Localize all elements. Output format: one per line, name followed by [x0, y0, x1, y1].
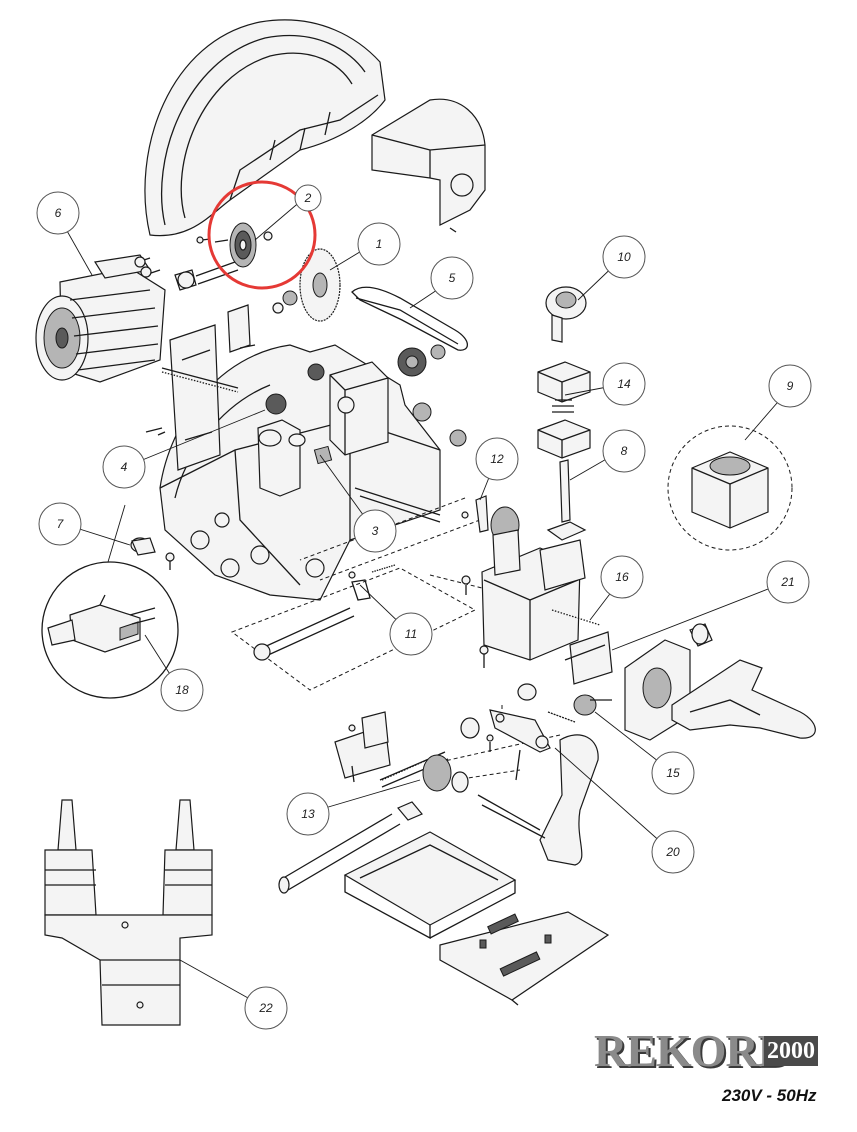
- part-5-belt: [351, 286, 469, 351]
- callout-3-label: 3: [372, 524, 379, 538]
- part-20-crank: [477, 709, 599, 866]
- part-14-handwheel-blocks: [537, 361, 591, 459]
- guide-rails: [564, 631, 613, 685]
- handle-lever: [671, 659, 816, 739]
- callout-22: 22: [244, 986, 288, 1030]
- motor-shroud: [371, 98, 486, 233]
- part-12-bracket: [461, 495, 489, 533]
- lower-rods: [278, 801, 423, 894]
- part-22-vise-jaws: [44, 799, 213, 1026]
- motor-shaft-parts: [134, 256, 239, 291]
- callout-13-label: 13: [301, 807, 315, 821]
- callout-3: 3: [353, 509, 397, 553]
- callout-20: 20: [651, 830, 695, 874]
- callout-14: 14: [602, 362, 646, 406]
- part-2-brush: [196, 222, 273, 268]
- callout-14-label: 14: [617, 377, 631, 391]
- callout-11: 11: [389, 612, 433, 656]
- callout-11-label: 11: [405, 627, 417, 641]
- machine-body: [159, 344, 467, 601]
- callout-6: 6: [36, 191, 80, 235]
- part-9-detail: [667, 425, 793, 551]
- callout-20-label: 20: [665, 845, 680, 859]
- screw-rod: [145, 367, 239, 436]
- callout-13: 13: [286, 792, 330, 836]
- highlight-circle-part-2: [207, 180, 317, 290]
- guard-cover: [144, 19, 386, 237]
- brand-logo: REKORD: [594, 1025, 791, 1076]
- part-16-vise-carriage: [461, 506, 601, 668]
- callout-4-label: 4: [121, 460, 128, 474]
- callout-21-label: 21: [780, 575, 794, 589]
- part-1-saw-blade: [272, 248, 341, 322]
- callout-9-label: 9: [787, 379, 794, 393]
- callout-9: 9: [768, 364, 812, 408]
- callout-16-label: 16: [615, 570, 629, 584]
- callout-6-label: 6: [55, 206, 62, 220]
- callout-8: 8: [602, 429, 646, 473]
- callout-21: 21: [766, 560, 810, 604]
- circuit-board: [439, 911, 610, 1006]
- callout-4: 4: [102, 445, 146, 489]
- chip-drawer: [343, 831, 517, 940]
- callout-5-label: 5: [449, 271, 456, 285]
- callout-1: 1: [357, 222, 401, 266]
- callout-7-label: 7: [57, 517, 65, 531]
- callout-5: 5: [430, 256, 474, 300]
- part-15-bushings: [517, 683, 612, 716]
- callout-12-label: 12: [490, 452, 504, 466]
- callout-2: 2: [294, 184, 322, 212]
- callout-15-label: 15: [666, 766, 680, 780]
- part-10-knob: [545, 286, 587, 343]
- callout-10: 10: [602, 235, 646, 279]
- callout-10-label: 10: [617, 250, 631, 264]
- callout-16: 16: [600, 555, 644, 599]
- part-18-switch-detail: [41, 504, 179, 699]
- callout-18-label: 18: [175, 683, 189, 697]
- part-13-rack-gear: [334, 711, 521, 793]
- part-7-switch: [130, 537, 175, 570]
- voltage-label: 230V - 50Hz: [722, 1086, 817, 1105]
- callout-15: 15: [651, 751, 695, 795]
- callout-12: 12: [475, 437, 519, 481]
- motor: [35, 254, 166, 383]
- brand-model-badge: 2000: [764, 1036, 818, 1066]
- part-11-shaft-assembly: [230, 564, 477, 691]
- callout-1-label: 1: [376, 237, 383, 251]
- part-8-spindle: [546, 459, 587, 541]
- callout-2-label: 2: [304, 191, 312, 205]
- callout-7: 7: [38, 502, 82, 546]
- callout-8-label: 8: [621, 444, 628, 458]
- callouts: 1 2 3 4 5 6 7 8 9 10 11 12 13 14 15 16 1…: [36, 184, 812, 1030]
- callout-18: 18: [160, 668, 204, 712]
- callout-22-label: 22: [258, 1001, 273, 1015]
